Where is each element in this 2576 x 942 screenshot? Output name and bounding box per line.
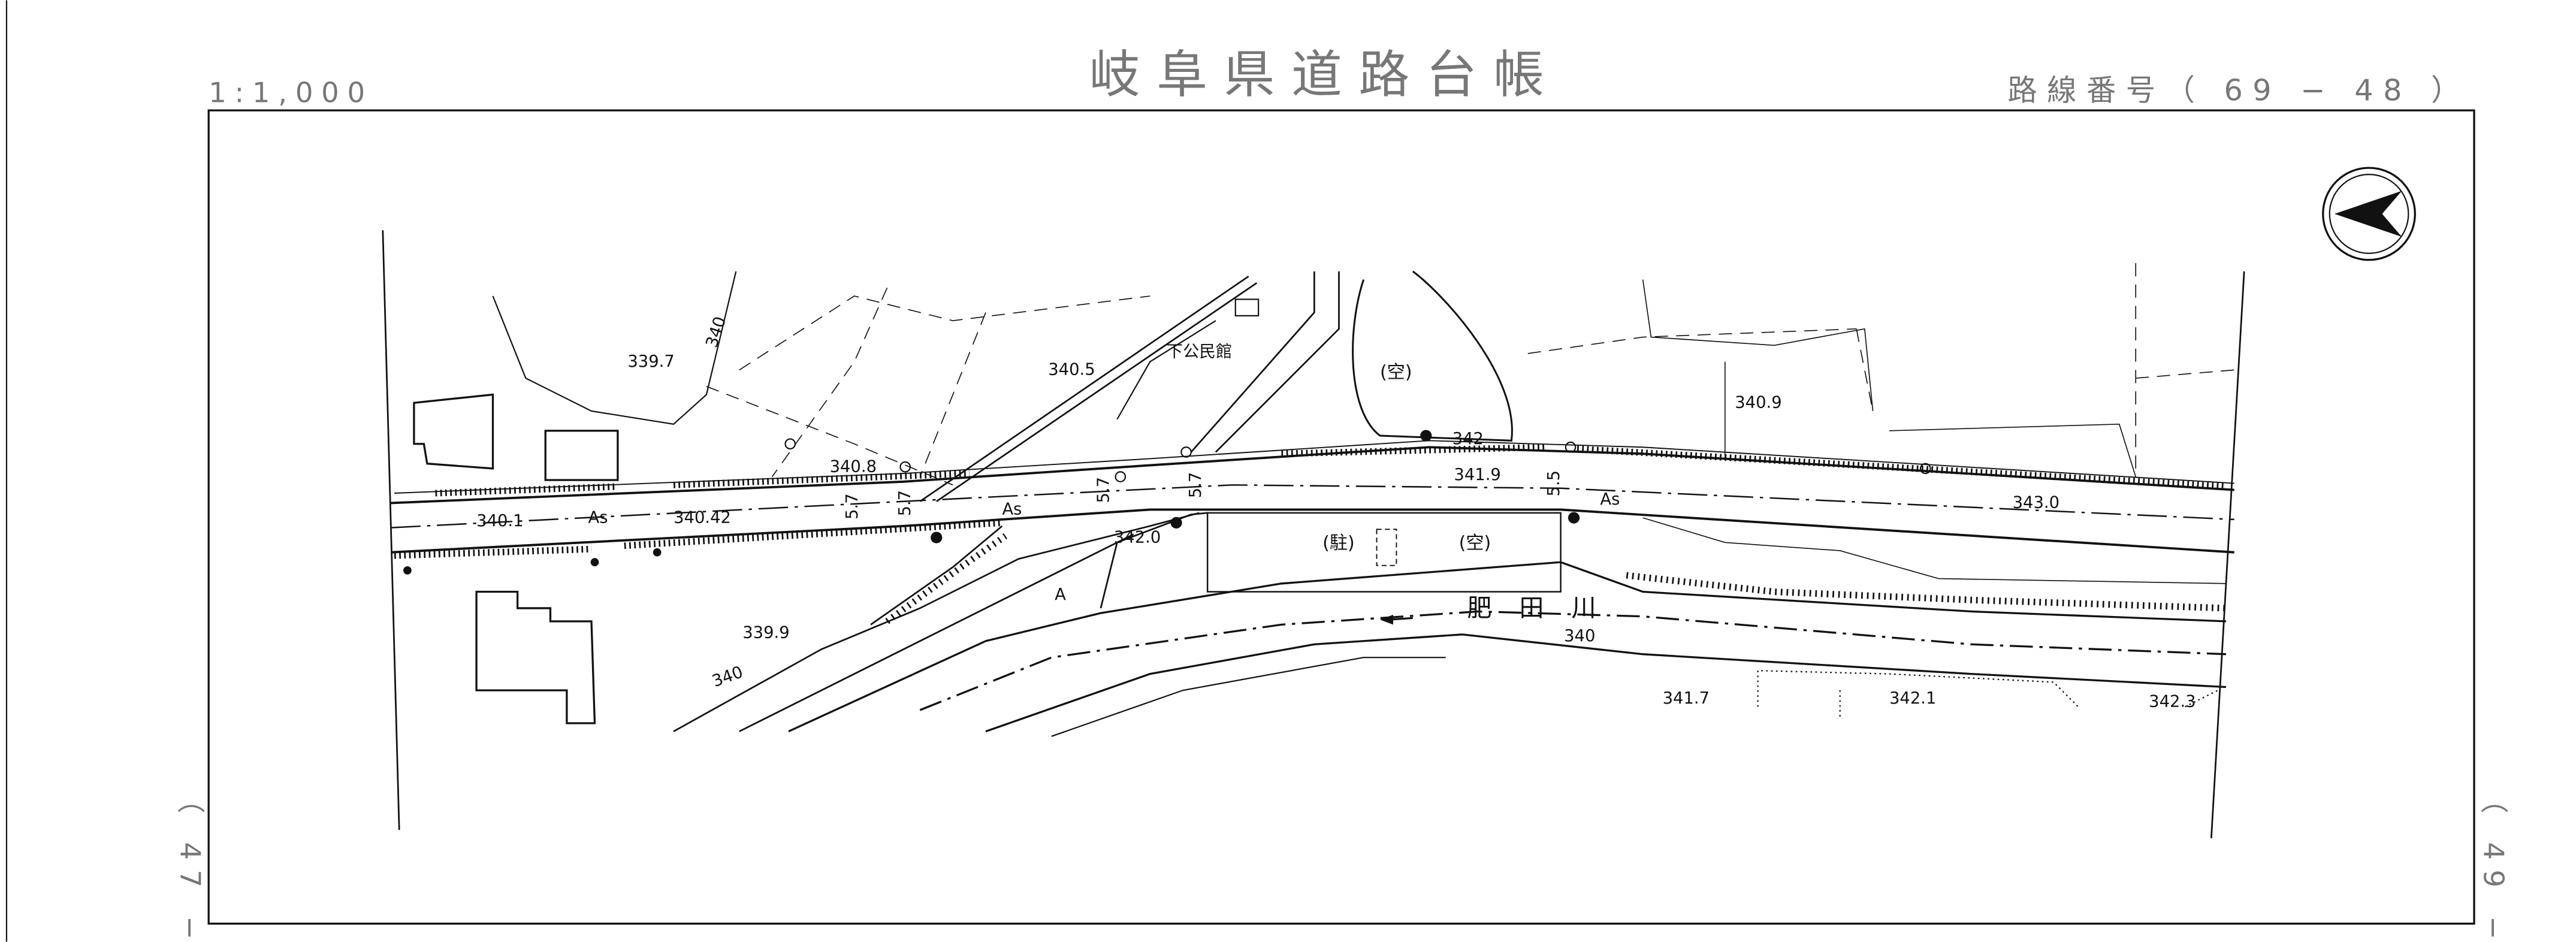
- road-width-label: 5.7: [896, 490, 914, 517]
- right-adjacent-sheet: （ 49 −: [2477, 786, 2509, 942]
- elevation-label: 340.1: [476, 512, 523, 530]
- road-width-label: 5.7: [1186, 472, 1205, 499]
- elevation-label: 342.0: [1114, 528, 1161, 547]
- scale-label: 1:1,000: [209, 76, 373, 108]
- elevation-label: 341.7: [1663, 689, 1710, 708]
- route-number: 路線番号（ 69 − 48 ）: [2007, 73, 2470, 108]
- north-arrow-icon: [2322, 167, 2416, 261]
- contour-label: 340: [703, 315, 730, 350]
- contour-label: 342: [1452, 430, 1484, 448]
- land-label-a: A: [1055, 585, 1066, 604]
- elevation-label: 341.9: [1454, 466, 1500, 484]
- land-label-vacant: (空): [1380, 362, 1412, 383]
- contour-label: 340: [709, 663, 745, 691]
- elevation-label: 339.9: [742, 623, 789, 642]
- road-centerline: [391, 484, 2234, 529]
- land-label-vacant: (空): [1459, 533, 1491, 554]
- road-edge-north: [391, 446, 2234, 505]
- river-centerline: [919, 610, 2227, 711]
- road-width-label: 5.5: [1545, 470, 1563, 497]
- river-bank-north: [788, 561, 2227, 733]
- road-edge-south: [391, 508, 2234, 554]
- elevation-label: 342.3: [2149, 692, 2196, 711]
- sheet-title: 岐阜県道路台帳: [1089, 46, 1561, 105]
- contour-label: 340: [1564, 627, 1595, 645]
- elevation-label: 342.1: [1889, 689, 1936, 708]
- pavement-label: As: [1600, 490, 1620, 509]
- river-bank-south: [985, 633, 2227, 733]
- elevation-label: 340.5: [1048, 361, 1095, 379]
- pavement-label: As: [588, 508, 608, 527]
- elevation-label: 343.0: [2013, 494, 2059, 512]
- pavement-label: As: [1002, 500, 1022, 519]
- elevation-label: 340.42: [674, 508, 731, 527]
- elevation-label: 339.7: [627, 352, 674, 371]
- map-drawing: [382, 230, 2245, 838]
- road-width-label: 5.7: [843, 493, 862, 520]
- river-name: 肥 田 川: [1467, 594, 1606, 623]
- map-frame: [207, 109, 2475, 925]
- facility-label: 下公民館: [1167, 342, 1233, 361]
- land-label-parking: (駐): [1322, 533, 1355, 554]
- elevation-label: 340.8: [830, 457, 877, 476]
- road-width-label: 5.7: [1095, 477, 1113, 503]
- left-adjacent-sheet: （ 47 −: [174, 786, 207, 942]
- elevation-label: 340.9: [1735, 393, 1781, 412]
